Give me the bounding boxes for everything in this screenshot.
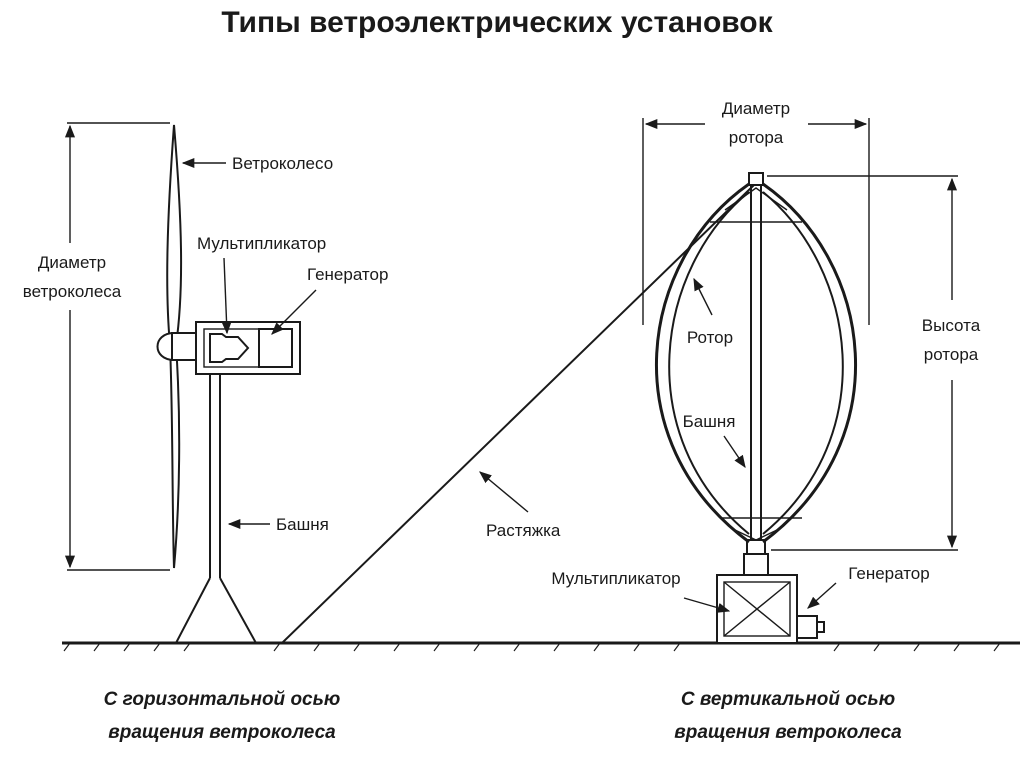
- rotor-height-label-line2: ротора: [924, 345, 979, 364]
- tower-base: [175, 577, 257, 644]
- h-caption-line1: С горизонтальной осью: [104, 689, 341, 710]
- h-tower-label: Башня: [276, 515, 329, 534]
- v-tower-label: Башня: [683, 412, 736, 431]
- guy-wire-pointer: [479, 471, 529, 513]
- wind-wheel-label: Ветроколесо: [232, 154, 333, 173]
- wind-wheel-blade: [166, 124, 183, 569]
- v-caption-line1: С вертикальной осью: [681, 689, 895, 710]
- ground: [62, 641, 1020, 652]
- wheel-diameter-label-line1: Диаметр: [38, 253, 106, 272]
- v-generator-shape: [796, 615, 818, 639]
- v-generator-pointer: [807, 582, 837, 609]
- h-generator-pointer: [271, 289, 317, 335]
- h-caption-line2: вращения ветроколеса: [108, 722, 336, 743]
- page-title: Типы ветроэлектрических установок: [221, 6, 773, 39]
- generator-box: [258, 328, 293, 368]
- horizontal-axis-turbine: Диаметр ветроколеса Ветроколесо Мультипл…: [23, 122, 388, 743]
- h-generator-label: Генератор: [307, 265, 388, 284]
- v-generator-label: Генератор: [848, 564, 929, 583]
- wheel-diameter-label-line2: ветроколеса: [23, 282, 122, 301]
- v-caption-line2: вращения ветроколеса: [674, 722, 902, 743]
- v-tower-pointer: [723, 435, 746, 469]
- rotor-diameter-label-line2: ротора: [729, 128, 784, 147]
- vertical-axis-turbine: Диаметр ротора Высота ротора Ротор Башня…: [551, 99, 980, 743]
- rotor-pointer: [693, 277, 713, 316]
- rotor-label: Ротор: [687, 328, 733, 347]
- v-gearbox-pointer: [683, 597, 731, 613]
- guy-wire: Растяжка: [281, 184, 755, 644]
- rotor-blade-right: [762, 182, 858, 544]
- guy-wire-label: Растяжка: [486, 521, 561, 540]
- h-gearbox-label: Мультипликатор: [197, 234, 326, 253]
- h-gearbox-pointer: [221, 257, 232, 335]
- rotor-blade-left: [654, 182, 750, 544]
- gearbox-shape: [209, 333, 250, 363]
- v-gearbox-label: Мультипликатор: [551, 569, 680, 588]
- rotor-diameter-label-line1: Диаметр: [722, 99, 790, 118]
- rotor-height-label-line1: Высота: [922, 316, 981, 335]
